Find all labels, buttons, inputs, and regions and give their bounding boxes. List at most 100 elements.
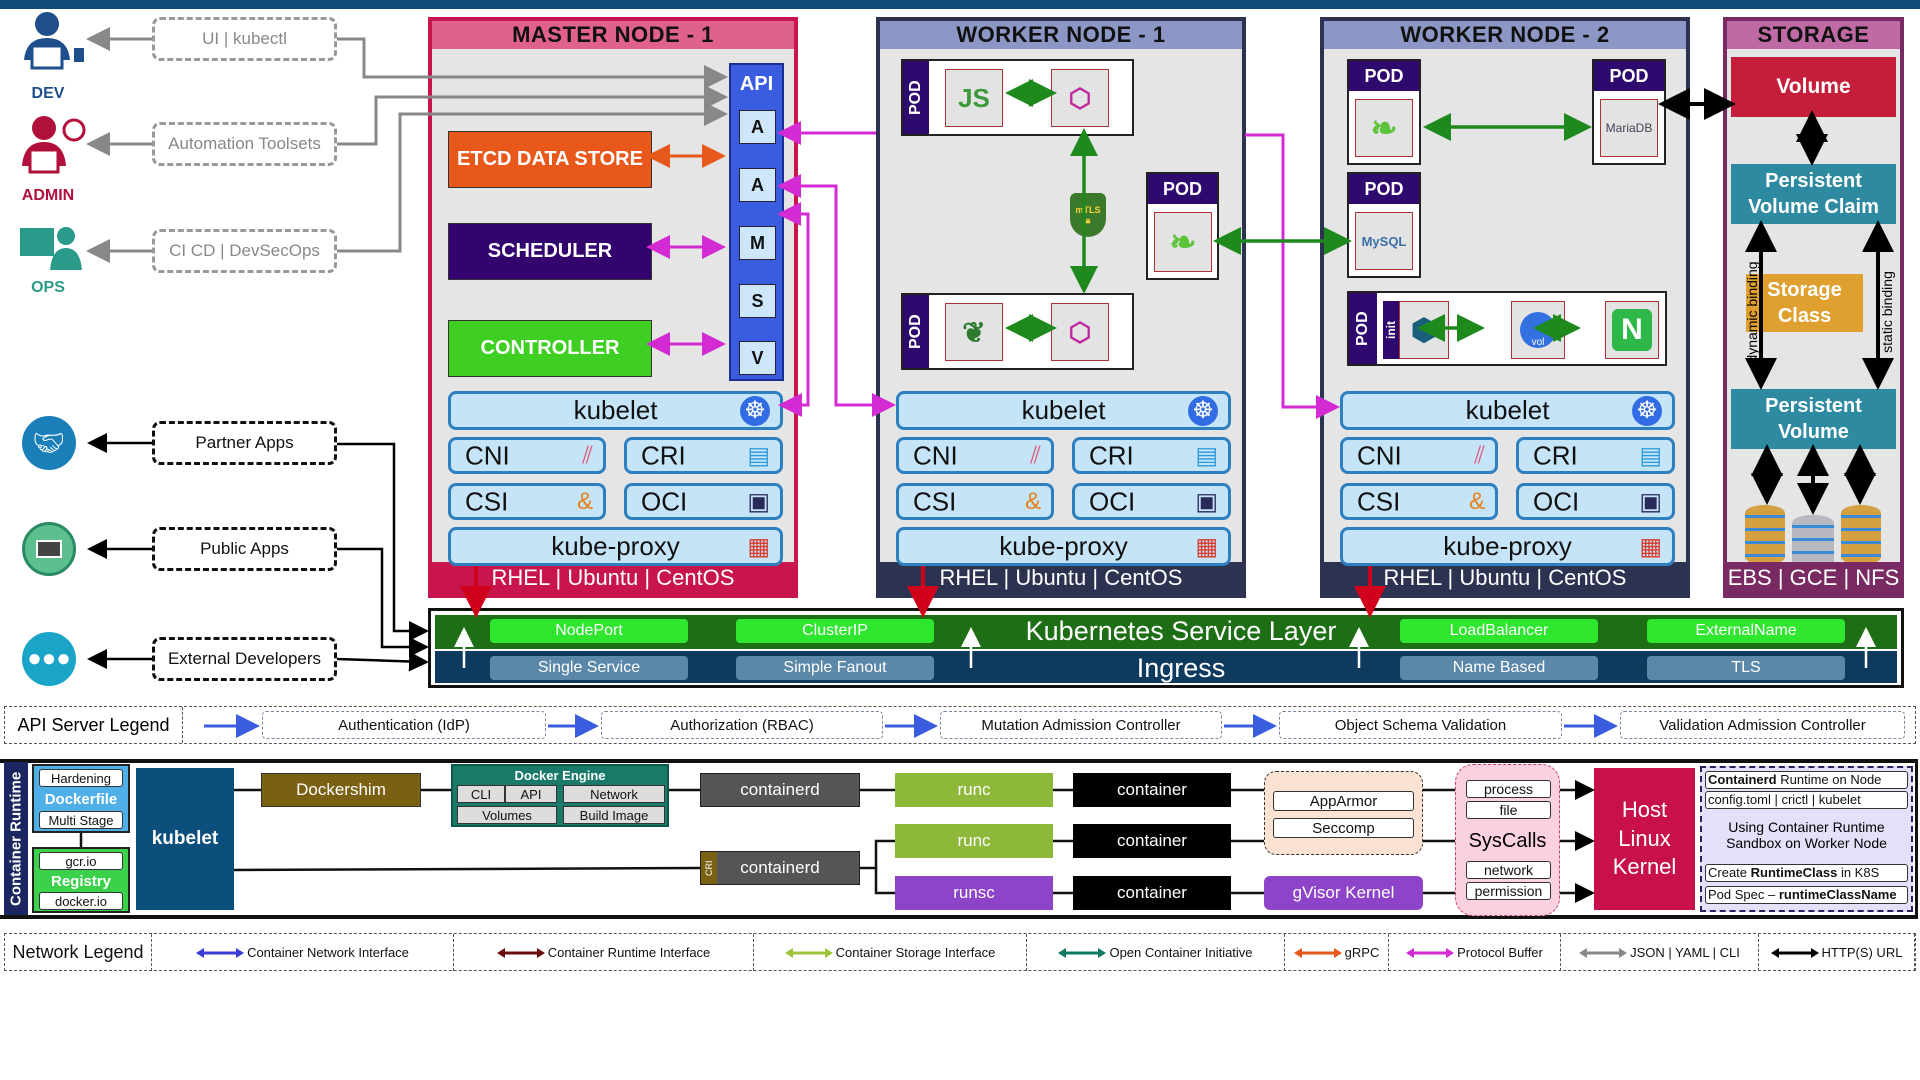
pod-spring[interactable]: POD ❧ bbox=[1347, 59, 1421, 165]
network-legend-item: Container Network Interface bbox=[152, 934, 454, 971]
worker1-kubelet[interactable]: kubelet☸ bbox=[896, 391, 1231, 430]
pod-mysql[interactable]: POD MySQL bbox=[1347, 172, 1421, 278]
pod-mariadb[interactable]: POD MariaDB bbox=[1592, 59, 1666, 165]
persistent-volume-claim[interactable]: Persistent Volume Claim bbox=[1731, 164, 1896, 224]
pod-nodejs-helm[interactable]: POD JS ⬡ bbox=[901, 59, 1134, 136]
actor-ops[interactable]: OPS bbox=[14, 224, 94, 297]
client-automation-toolsets[interactable]: Automation Toolsets bbox=[152, 122, 337, 166]
worker2-oci[interactable]: OCI▣ bbox=[1516, 483, 1675, 520]
client-ui-kubectl[interactable]: UI | kubectl bbox=[152, 17, 337, 61]
worker1-cri[interactable]: CRI▤ bbox=[1072, 437, 1231, 474]
worker2-cri[interactable]: CRI▤ bbox=[1516, 437, 1675, 474]
runsc[interactable]: runsc bbox=[895, 876, 1053, 910]
legend-label: Protocol Buffer bbox=[1457, 945, 1543, 960]
runc-2[interactable]: runc bbox=[895, 824, 1053, 858]
dockershim[interactable]: Dockershim bbox=[261, 773, 421, 807]
ingress-simple-fanout[interactable]: Simple Fanout bbox=[736, 656, 934, 680]
docker-api: API bbox=[505, 785, 557, 803]
apparmor[interactable]: AppArmor bbox=[1273, 791, 1414, 811]
consumer-partner-apps[interactable]: Partner Apps bbox=[152, 421, 337, 465]
service-clusterip[interactable]: ClusterIP bbox=[736, 619, 934, 643]
master-cni[interactable]: CNI⫽ bbox=[448, 437, 606, 474]
master-cri[interactable]: CRI▤ bbox=[624, 437, 783, 474]
container-3[interactable]: container bbox=[1073, 876, 1231, 910]
alpine-icon: ⬢ bbox=[1399, 301, 1449, 359]
container-1[interactable]: container bbox=[1073, 773, 1231, 807]
containerd-dockershim[interactable]: containerd bbox=[700, 773, 860, 807]
docker-icon: ▤ bbox=[1195, 442, 1218, 469]
worker2-kube-proxy[interactable]: kube-proxy▦ bbox=[1340, 527, 1675, 566]
runc-1[interactable]: runc bbox=[895, 773, 1053, 807]
kubelet-label: kubelet bbox=[1021, 395, 1106, 425]
network-legend: Network Legend Container Network Interfa… bbox=[4, 933, 1916, 971]
static-binding-label: static binding bbox=[1879, 271, 1895, 353]
cni-label: CNI bbox=[913, 440, 958, 470]
ingress-single-service[interactable]: Single Service bbox=[490, 656, 688, 680]
pod-init-nginx[interactable]: POD init ⬢ vol N bbox=[1347, 291, 1667, 366]
registry-box[interactable]: gcr.io Registry docker.io bbox=[32, 847, 130, 913]
spring-icon: ❧ bbox=[1154, 212, 1212, 272]
storage-class[interactable]: Storage Class bbox=[1746, 274, 1863, 332]
ops-dashboard-icon bbox=[20, 227, 82, 270]
scheduler[interactable]: SCHEDULER bbox=[448, 223, 652, 280]
docker-engine[interactable]: Docker Engine CLI API Network Volumes Bu… bbox=[451, 764, 669, 827]
persistent-volume[interactable]: Persistent Volume bbox=[1731, 389, 1896, 449]
worker1-csi[interactable]: CSI& bbox=[896, 483, 1054, 520]
service-nodeport[interactable]: NodePort bbox=[490, 619, 688, 643]
controller[interactable]: CONTROLLER bbox=[448, 320, 652, 377]
mtls-label: mTLS bbox=[1075, 204, 1101, 215]
seccomp[interactable]: Seccomp bbox=[1273, 818, 1414, 838]
worker1-oci[interactable]: OCI▣ bbox=[1072, 483, 1231, 520]
api-stage-authorization[interactable]: A bbox=[739, 168, 776, 202]
api-stage-authentication[interactable]: A bbox=[739, 110, 776, 144]
helm-icon: ⬡ bbox=[1051, 303, 1109, 361]
worker1-kube-proxy[interactable]: kube-proxy▦ bbox=[896, 527, 1231, 566]
syscall-file: file bbox=[1466, 801, 1551, 819]
pod-spring[interactable]: POD ❧ bbox=[1146, 172, 1219, 280]
note-text: in K8S bbox=[1837, 865, 1880, 880]
actor-admin[interactable]: ADMIN bbox=[14, 114, 94, 205]
top-bar bbox=[0, 0, 1920, 9]
master-oci[interactable]: OCI▣ bbox=[624, 483, 783, 520]
volume-icon: vol bbox=[1511, 301, 1565, 359]
worker2-kubelet[interactable]: kubelet☸ bbox=[1340, 391, 1675, 430]
runtime-notes: Containerd Runtime on Node config.toml |… bbox=[1700, 766, 1913, 912]
legend-authentication: Authentication (IdP) bbox=[262, 711, 546, 739]
service-loadbalancer[interactable]: LoadBalancer bbox=[1400, 619, 1598, 643]
worker2-csi[interactable]: CSI& bbox=[1340, 483, 1498, 520]
container-2[interactable]: container bbox=[1073, 824, 1231, 858]
syscalls: process file SysCalls network permission bbox=[1455, 764, 1560, 916]
worker1-cni[interactable]: CNI⫽ bbox=[896, 437, 1054, 474]
cri-label: CRI bbox=[1533, 440, 1578, 470]
consumer-external-developers[interactable]: External Developers bbox=[152, 637, 337, 681]
api-stage-schema[interactable]: S bbox=[739, 284, 776, 318]
ingress-name-based[interactable]: Name Based bbox=[1400, 656, 1598, 680]
actor-dev[interactable]: DEV bbox=[14, 10, 94, 103]
note-bold: runtimeClassName bbox=[1778, 887, 1897, 902]
consumer-public-apps[interactable]: Public Apps bbox=[152, 527, 337, 571]
api-server[interactable]: API A A M S V bbox=[729, 63, 784, 381]
runtime-kubelet[interactable]: kubelet bbox=[136, 768, 234, 910]
syscall-permission: permission bbox=[1466, 882, 1551, 900]
service-externalname[interactable]: ExternalName bbox=[1647, 619, 1845, 643]
dockerfile-box[interactable]: Hardening Dockerfile Multi Stage bbox=[32, 764, 130, 833]
worker2-cni[interactable]: CNI⫽ bbox=[1340, 437, 1498, 474]
syscall-process: process bbox=[1466, 780, 1551, 798]
api-stage-mutation[interactable]: M bbox=[739, 226, 776, 260]
helm-icon: ⬡ bbox=[1051, 69, 1109, 127]
pod-label: POD bbox=[1349, 61, 1419, 91]
master-node-title: MASTER NODE - 1 bbox=[432, 21, 794, 49]
master-csi[interactable]: CSI& bbox=[448, 483, 606, 520]
master-kube-proxy[interactable]: kube-proxy▦ bbox=[448, 527, 783, 566]
legend-arrow-icon bbox=[196, 947, 245, 958]
admin-clock-icon bbox=[22, 116, 86, 174]
api-stage-validation[interactable]: V bbox=[739, 341, 776, 375]
client-cicd-devsecops[interactable]: CI CD | DevSecOps bbox=[152, 229, 337, 273]
etcd-data-store[interactable]: ETCD DATA STORE bbox=[448, 131, 652, 188]
volume[interactable]: Volume bbox=[1731, 57, 1896, 117]
master-kubelet[interactable]: kubelet☸ bbox=[448, 391, 783, 430]
ingress-tls[interactable]: TLS bbox=[1647, 656, 1845, 680]
gvisor-kernel[interactable]: gVisor Kernel bbox=[1264, 876, 1423, 910]
pod-mongodb-helm[interactable]: POD ❦ ⬡ bbox=[901, 293, 1134, 370]
